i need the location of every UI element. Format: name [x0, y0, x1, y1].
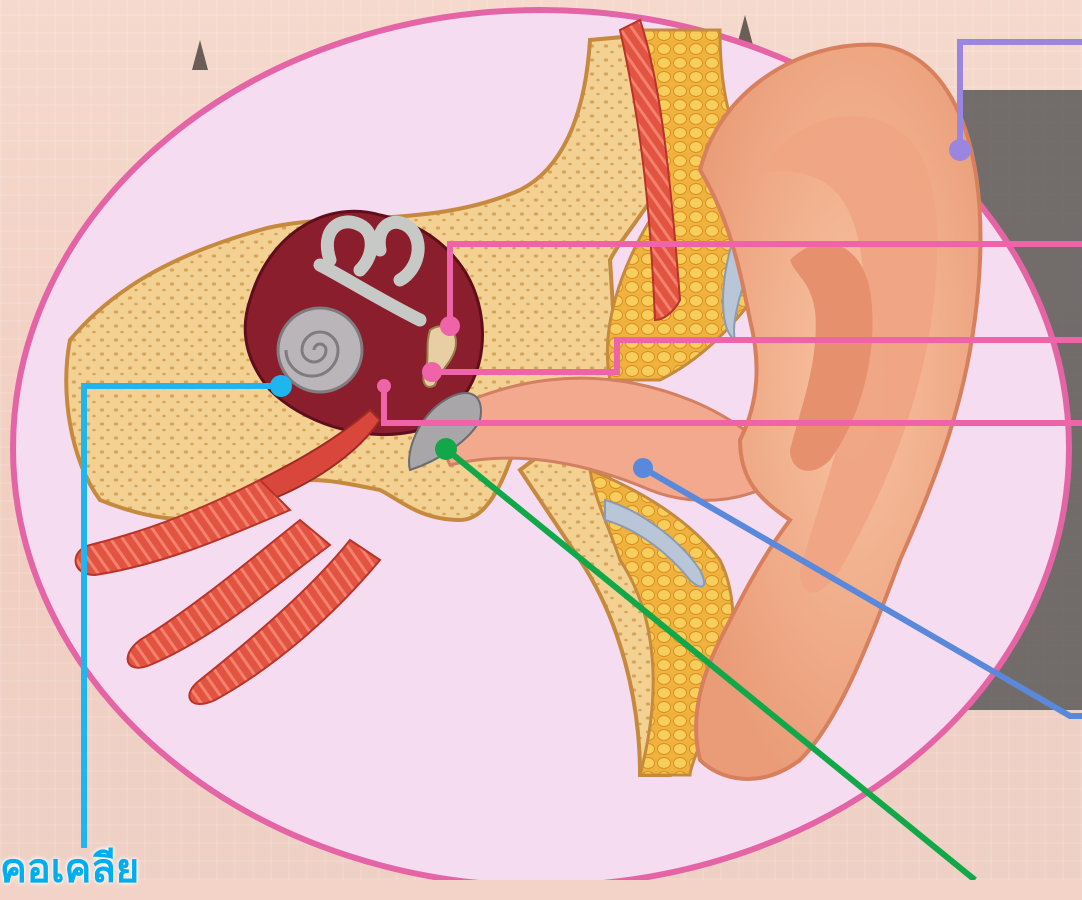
ear-anatomy-diagram — [0, 0, 1082, 880]
leader-dot-ossicle-1 — [440, 316, 460, 336]
leader-dot-cochlea — [270, 375, 292, 397]
leader-dot-ear-canal — [633, 458, 653, 478]
label-cochlea: คอเคลีย — [0, 836, 139, 900]
leader-dot-ossicle-2 — [422, 362, 442, 382]
diagram-canvas: คอเคลีย — [0, 0, 1082, 880]
leader-dot-pinna — [949, 139, 971, 161]
leader-dot-eardrum — [435, 438, 457, 460]
leader-dot-ossicle-3 — [377, 379, 391, 393]
pencil-decoration — [192, 40, 208, 70]
cochlea — [278, 308, 362, 392]
